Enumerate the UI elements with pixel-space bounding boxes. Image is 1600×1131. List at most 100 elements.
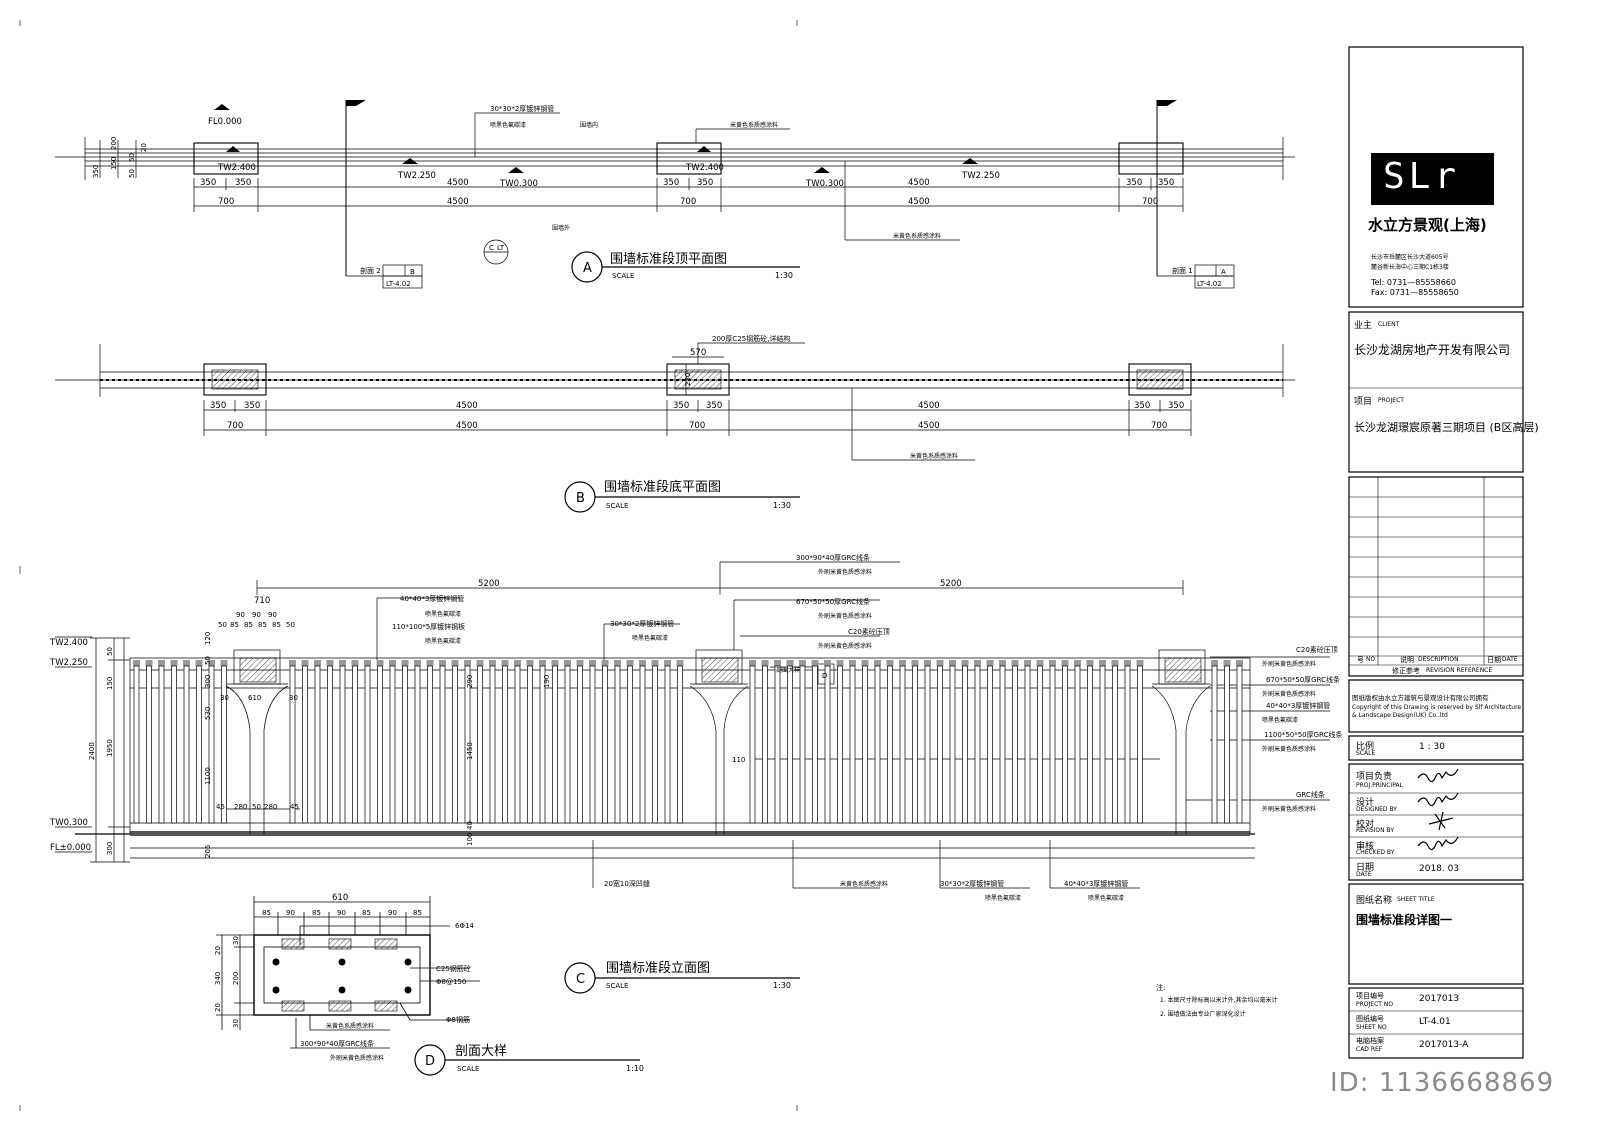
cap-block <box>158 660 165 666</box>
dim-700-a3: 700 <box>1142 197 1158 207</box>
picket-bar <box>749 665 756 824</box>
vdim-50: 50 <box>106 647 114 656</box>
picket-bar <box>1112 665 1118 824</box>
elev-note-19: 1100*50*50厚GRC线条 <box>1264 730 1342 739</box>
cap-block <box>911 660 919 666</box>
tw-level-2: TW2.400 <box>685 163 724 173</box>
section-1-sheet: LT-4.02 <box>1197 280 1222 288</box>
cap-block <box>301 660 309 666</box>
plan-a-markers <box>214 100 1177 173</box>
project-no-label: 项目编号 <box>1356 992 1384 1000</box>
elev-note-26: 喷黑色氟碳漆 <box>985 894 1021 902</box>
cut-mark-c: C <box>489 244 494 252</box>
plan-b-hatch <box>211 369 1184 390</box>
cut-mark-lt: LT <box>497 244 505 252</box>
crop-marks <box>19 20 798 1111</box>
elev-note-28: 喷黑色氟碳漆 <box>1088 894 1124 902</box>
dim-5200-1: 5200 <box>478 579 500 589</box>
dim-350-a6: 350 <box>1158 178 1174 188</box>
section-d <box>216 896 640 1076</box>
cap-block <box>849 660 856 666</box>
picket-bar <box>289 665 296 824</box>
cap-block <box>1011 660 1019 666</box>
vdim-300: 300 <box>106 842 114 855</box>
logo-block <box>1371 153 1494 205</box>
elev-note-8: 外刷米黄色质感涂料 <box>818 568 872 576</box>
view-a-title: 围墙标准段顶平面图 <box>610 252 727 267</box>
dim-350-a5: 350 <box>1126 178 1142 188</box>
designed-label-en: DESIGNED BY <box>1356 806 1397 813</box>
cap-block <box>1236 660 1243 666</box>
picket-bar <box>762 665 768 824</box>
dim-700-b3: 700 <box>1151 421 1167 431</box>
elev-note-15: 670*50*50厚GRC线条 <box>1266 675 1340 684</box>
title-block-grid <box>1349 387 1523 1035</box>
picket-bar <box>589 665 596 824</box>
signatures <box>1417 768 1459 851</box>
cap-block <box>786 660 794 666</box>
cap-block <box>401 660 409 666</box>
cap-block <box>1049 660 1056 666</box>
picket-bar <box>962 665 968 824</box>
dim-4500-a2: 4500 <box>908 178 930 188</box>
cap-block <box>551 660 559 666</box>
top-dim-50b: 50 <box>286 621 295 629</box>
elev-note-1: 40*40*3厚镀锌钢管 <box>400 594 464 603</box>
sec-d-v-1: 30 <box>232 936 240 945</box>
level-tw0300: TW0.300 <box>49 818 88 828</box>
project-label-en: PROJECT <box>1378 397 1404 404</box>
tw-level-3: TW2.250 <box>397 171 436 181</box>
cap-block <box>133 660 140 666</box>
top-dim-85d: 85 <box>272 621 281 629</box>
view-d-scale: 1:10 <box>626 1064 644 1073</box>
dim-350-b3: 350 <box>673 401 689 411</box>
plan-a-vdim-1: 350 <box>92 165 100 178</box>
sec-d-paint: 米黄色系质感涂料 <box>326 1022 374 1030</box>
rev-no: 号 <box>1357 656 1364 664</box>
picket-bar <box>949 665 956 824</box>
picket-bar <box>133 665 140 824</box>
sec-d-concrete: C25钢筋砼 <box>436 964 471 973</box>
section-tag-label: 剖面大样 <box>776 666 800 674</box>
plan-b-note-1: 200厚C25钢筋砼,详结构 <box>712 334 790 343</box>
cap-block <box>874 660 881 666</box>
client-label: 业主 <box>1354 321 1373 331</box>
project-name: 长沙龙湖璟宸原著三期项目 (B区高层) <box>1354 421 1539 434</box>
picket-bar <box>452 665 458 824</box>
vdim-290: 290 <box>466 675 474 688</box>
tel: Tel: 0731—85558660 <box>1371 278 1456 287</box>
cap-block <box>220 660 228 666</box>
cap-block <box>195 660 203 666</box>
picket-bar <box>1137 665 1143 824</box>
picket-bar <box>1124 665 1131 824</box>
picket-bar <box>677 665 683 824</box>
cap-block <box>886 660 894 666</box>
cad-ref: 2017013-A <box>1419 1040 1469 1050</box>
picket-bar <box>1224 665 1230 824</box>
section-d-grc <box>281 938 398 1012</box>
picket-bar <box>987 665 993 824</box>
elev-note-24: 米黄色系质感涂料 <box>840 880 888 888</box>
date-label: 日期 <box>1356 863 1375 873</box>
dim-4500-b1: 4500 <box>456 401 478 411</box>
dim-45-c1: 45 <box>216 803 225 811</box>
cap-block <box>1136 660 1144 666</box>
cap-block <box>289 660 296 666</box>
picket-bar <box>627 665 633 824</box>
dim-4500-b3: 4500 <box>456 421 478 431</box>
copyright-1: 图纸版权由水立方建筑与景观设计有限公司拥有 <box>1352 694 1489 702</box>
vdim-40: 40 <box>466 821 474 830</box>
company-name: 水立方景观(上海) <box>1368 216 1487 234</box>
cap-block <box>949 660 956 666</box>
dim-280-c2: 280 <box>264 803 277 811</box>
sec-d-top-2: 90 <box>286 909 295 917</box>
cap-block <box>170 660 178 666</box>
cap-block <box>601 660 609 666</box>
picket-bar <box>664 665 671 824</box>
elev-note-21: GRC线条 <box>1296 790 1325 799</box>
dim-610-c: 610 <box>248 694 261 702</box>
view-b-scale: 1:30 <box>773 501 791 510</box>
plan-a-note-3: 围墙内 <box>580 121 598 129</box>
cap-block <box>924 660 931 666</box>
cap-block <box>183 660 190 666</box>
